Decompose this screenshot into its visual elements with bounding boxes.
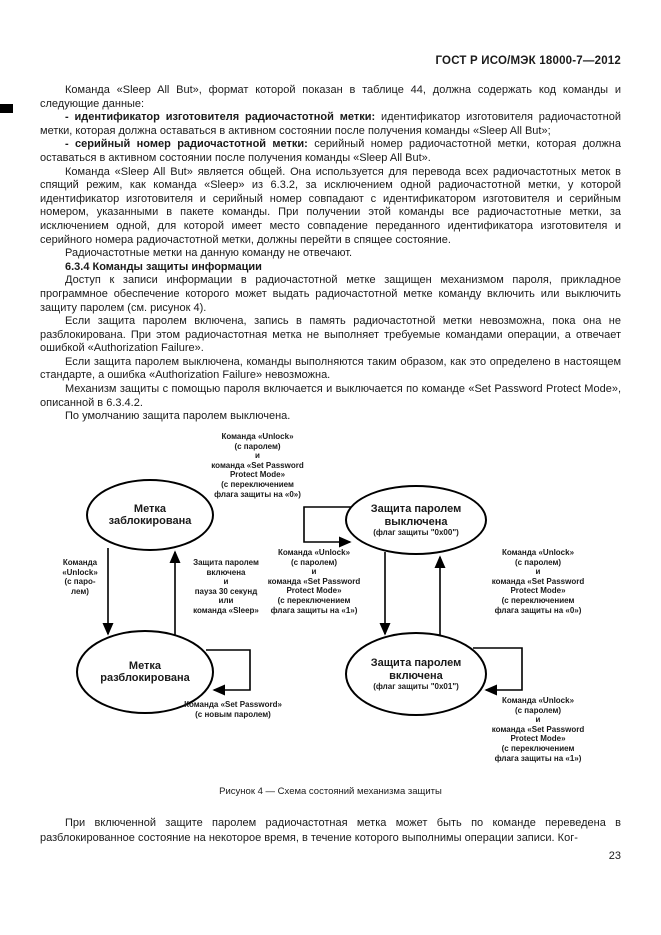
list-item-lead: - идентификатор изготовителя радиочастот… bbox=[65, 111, 376, 124]
state-diagram: Метка заблокирована Защита паролем выклю… bbox=[0, 428, 661, 788]
page-number: 23 bbox=[608, 850, 621, 862]
paragraph: Доступ к записи информации в радиочастот… bbox=[40, 274, 621, 315]
transition-label-loop-on: Команда «Unlock» (с паролем) и команда «… bbox=[491, 696, 585, 763]
paragraph-text: Если защита паролем выключена, команды в… bbox=[40, 355, 621, 382]
transition-label-loop-off: Команда «Unlock» (с паролем) и команда «… bbox=[211, 432, 304, 499]
paragraph-text: Команда «Sleep All But», формат которой … bbox=[40, 84, 621, 110]
arrow-loop-protection-on bbox=[473, 647, 523, 696]
paragraph: Если защита паролем включена, запись в п… bbox=[40, 315, 621, 356]
paragraph-text: серийный номер радиочастотной метки, кот… bbox=[40, 138, 621, 164]
state-title: Защита паролем включена bbox=[370, 657, 462, 682]
paragraph: Если защита паролем выключена, команды в… bbox=[40, 356, 621, 383]
paragraph: Команда «Sleep All But», формат которой … bbox=[40, 84, 621, 111]
paragraph: - серийный номер радиочастотной метки: с… bbox=[40, 138, 621, 165]
paragraph-text: Доступ к записи информации в радиочастот… bbox=[40, 274, 621, 314]
paragraph: По умолчанию защита паролем выключена. bbox=[40, 410, 621, 424]
paragraph-text: Если защита паролем включена, запись в п… bbox=[40, 315, 621, 355]
paragraph-text: По умолчанию защита паролем выключена. bbox=[65, 410, 291, 423]
state-tag-locked: Метка заблокирована bbox=[86, 479, 214, 551]
transition-label-on-to-off: Команда «Unlock» (с паролем) и команда «… bbox=[491, 548, 585, 615]
paragraph-text: Радиочастотные метки на данную команду н… bbox=[65, 247, 353, 260]
paragraph: Радиочастотные метки на данную команду н… bbox=[40, 247, 621, 261]
list-item-lead: - серийный номер радиочастотной метки: bbox=[65, 138, 308, 151]
transition-label-set-password: Команда «Set Password» (с новым паролем) bbox=[184, 700, 282, 719]
paragraph: Механизм защиты с помощью пароля включае… bbox=[40, 383, 621, 410]
paragraph-text: Команда «Sleep All But» является общей. … bbox=[40, 165, 621, 246]
state-tag-unlocked: Метка разблокирована bbox=[76, 630, 214, 714]
state-title: Метка заблокирована bbox=[108, 502, 192, 528]
section-heading: 6.3.4 Команды защиты информации bbox=[65, 260, 262, 273]
state-title: Метка разблокирована bbox=[100, 659, 190, 685]
body-text: Команда «Sleep All But», формат которой … bbox=[40, 84, 621, 424]
paragraph-text: Механизм защиты с помощью пароля включае… bbox=[40, 383, 621, 409]
transition-label-relock: Защита паролем включена и пауза 30 секун… bbox=[193, 558, 259, 615]
transition-label-off-to-on: Команда «Unlock» (с паролем) и команда «… bbox=[267, 548, 361, 615]
diagram-arrows bbox=[102, 506, 523, 696]
state-flag: (флаг защиты "0x00") bbox=[373, 528, 459, 537]
paragraph-text: идентификатор изготовителя радиочастотно… bbox=[40, 111, 621, 137]
arrow-loop-unlocked bbox=[206, 649, 251, 696]
running-header: ГОСТ Р ИСО/МЭК 18000-7—2012 bbox=[435, 55, 621, 67]
registration-mark bbox=[0, 104, 13, 113]
state-title: Защита паролем выключена bbox=[370, 503, 462, 528]
state-flag: (флаг защиты "0x01") bbox=[373, 682, 459, 691]
paragraph: Команда «Sleep All But» является общей. … bbox=[40, 166, 621, 248]
figure-caption: Рисунок 4 — Схема состояний механизма за… bbox=[219, 786, 442, 797]
paragraph: При включенной защите паролем радиочасто… bbox=[40, 817, 621, 844]
state-protection-on: Защита паролем включена (флаг защиты "0x… bbox=[345, 632, 487, 716]
paragraph: - идентификатор изготовителя радиочастот… bbox=[40, 111, 621, 138]
arrow-loop-protection-off bbox=[303, 506, 352, 548]
transition-label-unlock: Команда «Unlock» (с паро- лем) bbox=[62, 558, 98, 596]
state-protection-off: Защита паролем выключена (флаг защиты "0… bbox=[345, 485, 487, 555]
